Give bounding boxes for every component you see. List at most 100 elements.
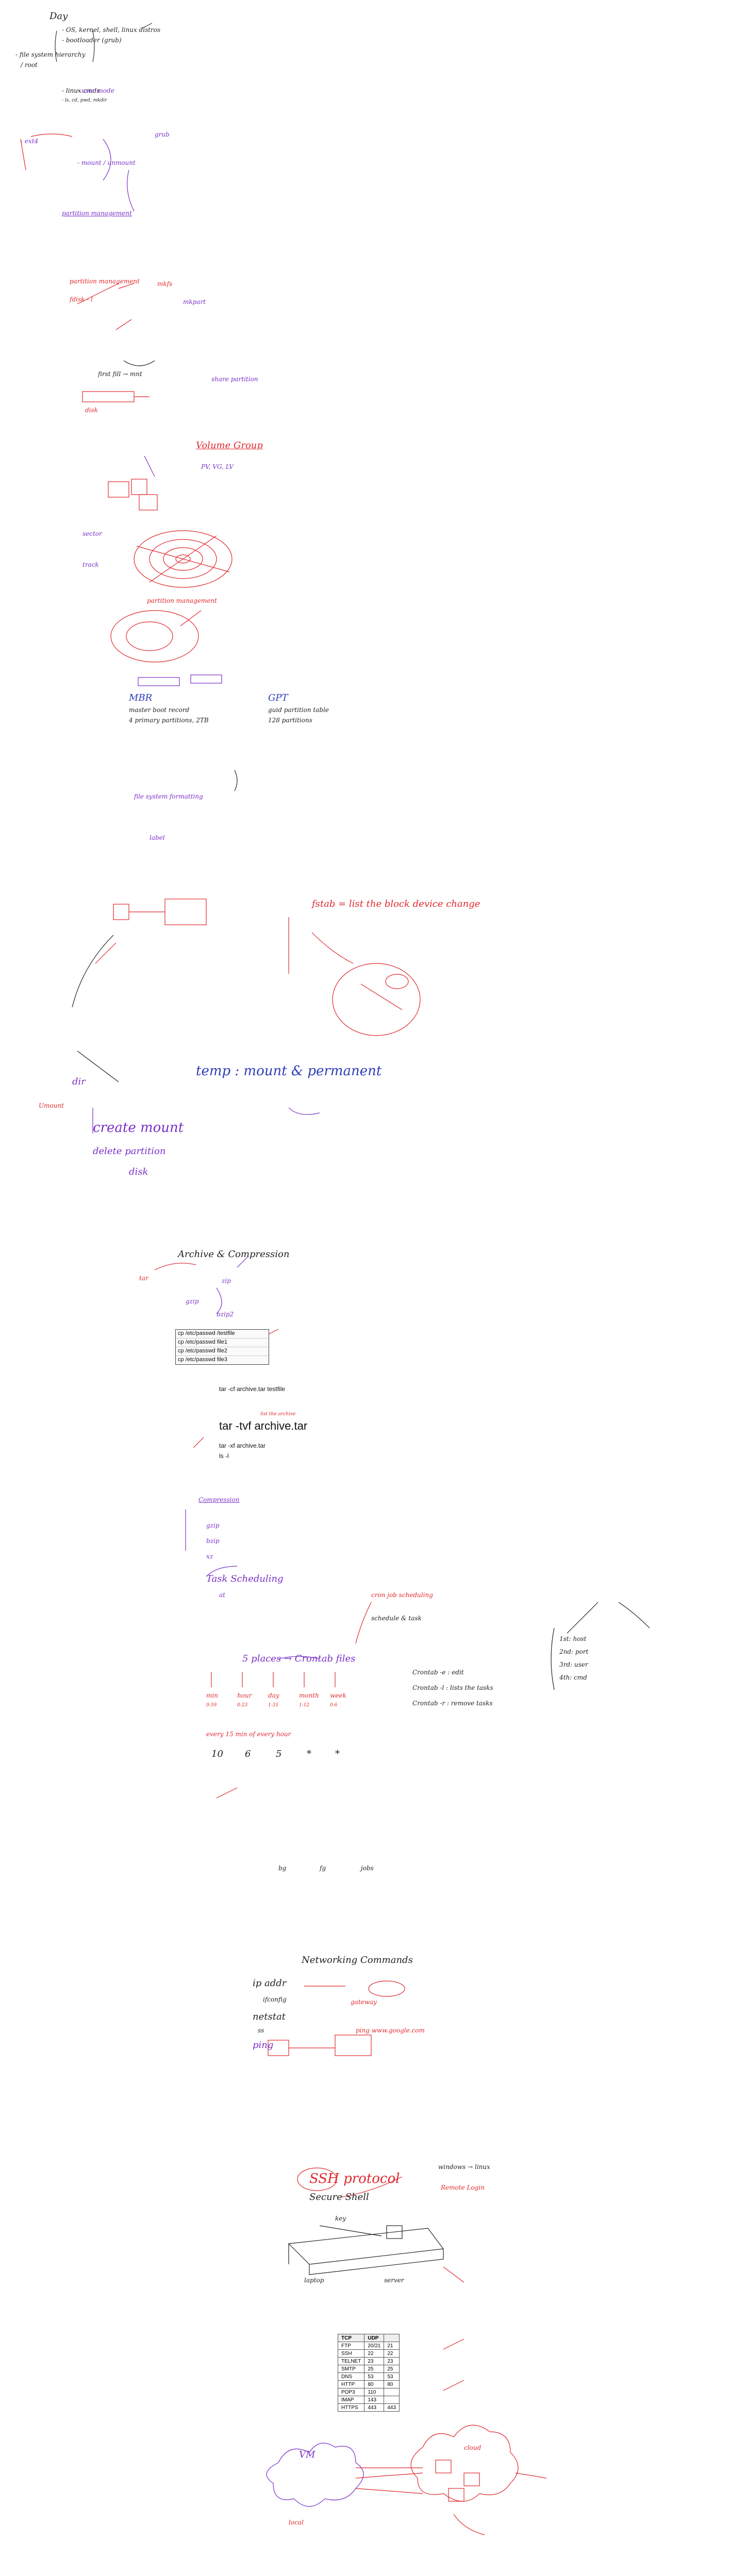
field-week: week xyxy=(330,1692,346,1699)
cron-field: 1st: host xyxy=(559,1635,587,1642)
gzip-item: gzip xyxy=(206,1522,220,1529)
range-hour: 0-23 xyxy=(237,1703,248,1708)
ports-header: TCP xyxy=(337,2334,365,2342)
gpt-desc: guid partition table xyxy=(268,706,329,714)
ls-cmd: ls -l xyxy=(219,1452,229,1460)
partition-heading: partition management xyxy=(62,210,132,217)
create-mount: create mount xyxy=(93,1120,184,1136)
ping-note: ping www.google.com xyxy=(356,2027,425,2034)
ss-cmd: ss xyxy=(258,2027,264,2034)
command-list: cp /etc/passwd /testfile cp /etc/passwd … xyxy=(175,1329,269,1365)
entry-value: 10 xyxy=(211,1749,223,1759)
mkpart: mkpart xyxy=(183,298,206,306)
crontab-note: schedule & task xyxy=(371,1615,422,1622)
range-min: 0-59 xyxy=(206,1703,217,1708)
s1-line: - ls, cd, pwd, mkdir xyxy=(62,98,107,103)
mbr-title: MBR xyxy=(129,692,153,703)
tar-list-cmd: tar -tvf archive.tar xyxy=(219,1419,308,1432)
entry-value: 5 xyxy=(276,1749,282,1759)
fdisk: fdisk - l xyxy=(70,296,93,303)
ssh-note: windows → linux xyxy=(438,2163,490,2171)
field-day: day xyxy=(268,1692,279,1699)
range-week: 0-6 xyxy=(330,1703,338,1708)
s1-line: grub xyxy=(155,131,170,138)
gpt-title: GPT xyxy=(268,692,288,703)
crontab-l: Crontab -l : lists the tasks xyxy=(412,1684,493,1691)
at-label: at xyxy=(219,1591,225,1599)
bg-label: bg xyxy=(278,1865,287,1872)
xz-item: xz xyxy=(206,1553,213,1560)
section2-title: Archive & Compression xyxy=(178,1249,290,1260)
fstab-note: fstab = list the block device change xyxy=(312,899,480,909)
local-label: local xyxy=(289,2519,304,2526)
range-month: 1-12 xyxy=(299,1703,310,1708)
ifconfig-cmd: ifconfig xyxy=(263,1996,287,2003)
s1-line: / root xyxy=(21,61,38,69)
entry-value: * xyxy=(335,1749,340,1759)
entry-value: 6 xyxy=(245,1749,251,1759)
command-line: cp /etc/passwd file3 xyxy=(178,1357,227,1363)
gzip-label: gzip xyxy=(186,1298,199,1305)
jobs-label: jobs xyxy=(361,1865,374,1872)
remote-login: Remote Login xyxy=(441,2184,485,2191)
tar-extract-cmd: tar -xf archive.tar xyxy=(219,1442,266,1449)
server-label: server xyxy=(384,2277,404,2284)
delete-partition: delete partition xyxy=(93,1146,166,1157)
share-partition: share partition xyxy=(211,376,258,383)
ports-header: UDP xyxy=(364,2334,385,2342)
first-fill: first fill → mnt xyxy=(98,370,142,378)
s1-line: - bootloader (grub) xyxy=(62,37,122,44)
zip-label: zip xyxy=(222,1277,231,1284)
gateway-label: gateway xyxy=(351,1998,377,2006)
label-note: label xyxy=(150,834,165,841)
vm-label: VM xyxy=(299,2449,316,2460)
ssh-title: SSH protocol xyxy=(309,2171,400,2187)
crontab-r: Crontab -r : remove tasks xyxy=(412,1700,493,1707)
s1-line: - mount / unmount xyxy=(77,159,136,166)
cron-field: 3rd: user xyxy=(559,1661,588,1668)
netstat-cmd: netstat xyxy=(253,2011,286,2022)
tar-create-cmd: tar -cf archive.tar testfile xyxy=(219,1385,286,1393)
mbr-desc: master boot record xyxy=(129,706,190,714)
lvm-terms: PV, VG, LV xyxy=(201,463,234,470)
command-line: cp /etc/passwd file2 xyxy=(176,1347,269,1356)
partition-title: partition management xyxy=(70,278,140,285)
sector-label: sector xyxy=(82,530,102,537)
section3-title: Compression xyxy=(198,1496,240,1503)
cron-field: 4th: cmd xyxy=(559,1674,587,1681)
cron-label: cron job scheduling xyxy=(371,1591,433,1599)
gpt-max: 128 partitions xyxy=(268,717,312,724)
dir-label: dir xyxy=(72,1076,86,1087)
partition-label: partition management xyxy=(147,597,217,604)
bzip-item: bzip xyxy=(206,1537,220,1545)
ping-cmd: ping xyxy=(253,2040,274,2050)
task-scheduling: Task Scheduling xyxy=(206,1573,284,1584)
s1-line: - OS, kernel, shell, linux distros xyxy=(62,26,161,33)
command-line: cp /etc/passwd file1 xyxy=(176,1338,269,1347)
range-day: 1-31 xyxy=(268,1703,279,1708)
section1-title: Day xyxy=(49,11,68,22)
list-note: list the archive xyxy=(260,1412,296,1417)
umount-label: Umount xyxy=(39,1102,64,1109)
cron-syntax: 5 places → Crontab files xyxy=(242,1653,356,1664)
section4-title: Networking Commands xyxy=(302,1955,413,1965)
crontab-e: Crontab -e : edit xyxy=(412,1669,464,1676)
ssh-sub: Secure Shell xyxy=(309,2192,369,2202)
disk-word: disk xyxy=(129,1166,148,1177)
s1-line: - linux cmds xyxy=(62,87,100,94)
mkfs-note: file system formatting xyxy=(134,793,203,800)
temp-note: temp : mount & permanent xyxy=(196,1063,382,1079)
fg-label: fg xyxy=(320,1865,326,1872)
disk-label: disk xyxy=(85,406,98,414)
cron-field: 2nd: port xyxy=(559,1648,589,1655)
example-note: every 15 min of every hour xyxy=(206,1731,291,1738)
ports-header xyxy=(384,2334,400,2342)
